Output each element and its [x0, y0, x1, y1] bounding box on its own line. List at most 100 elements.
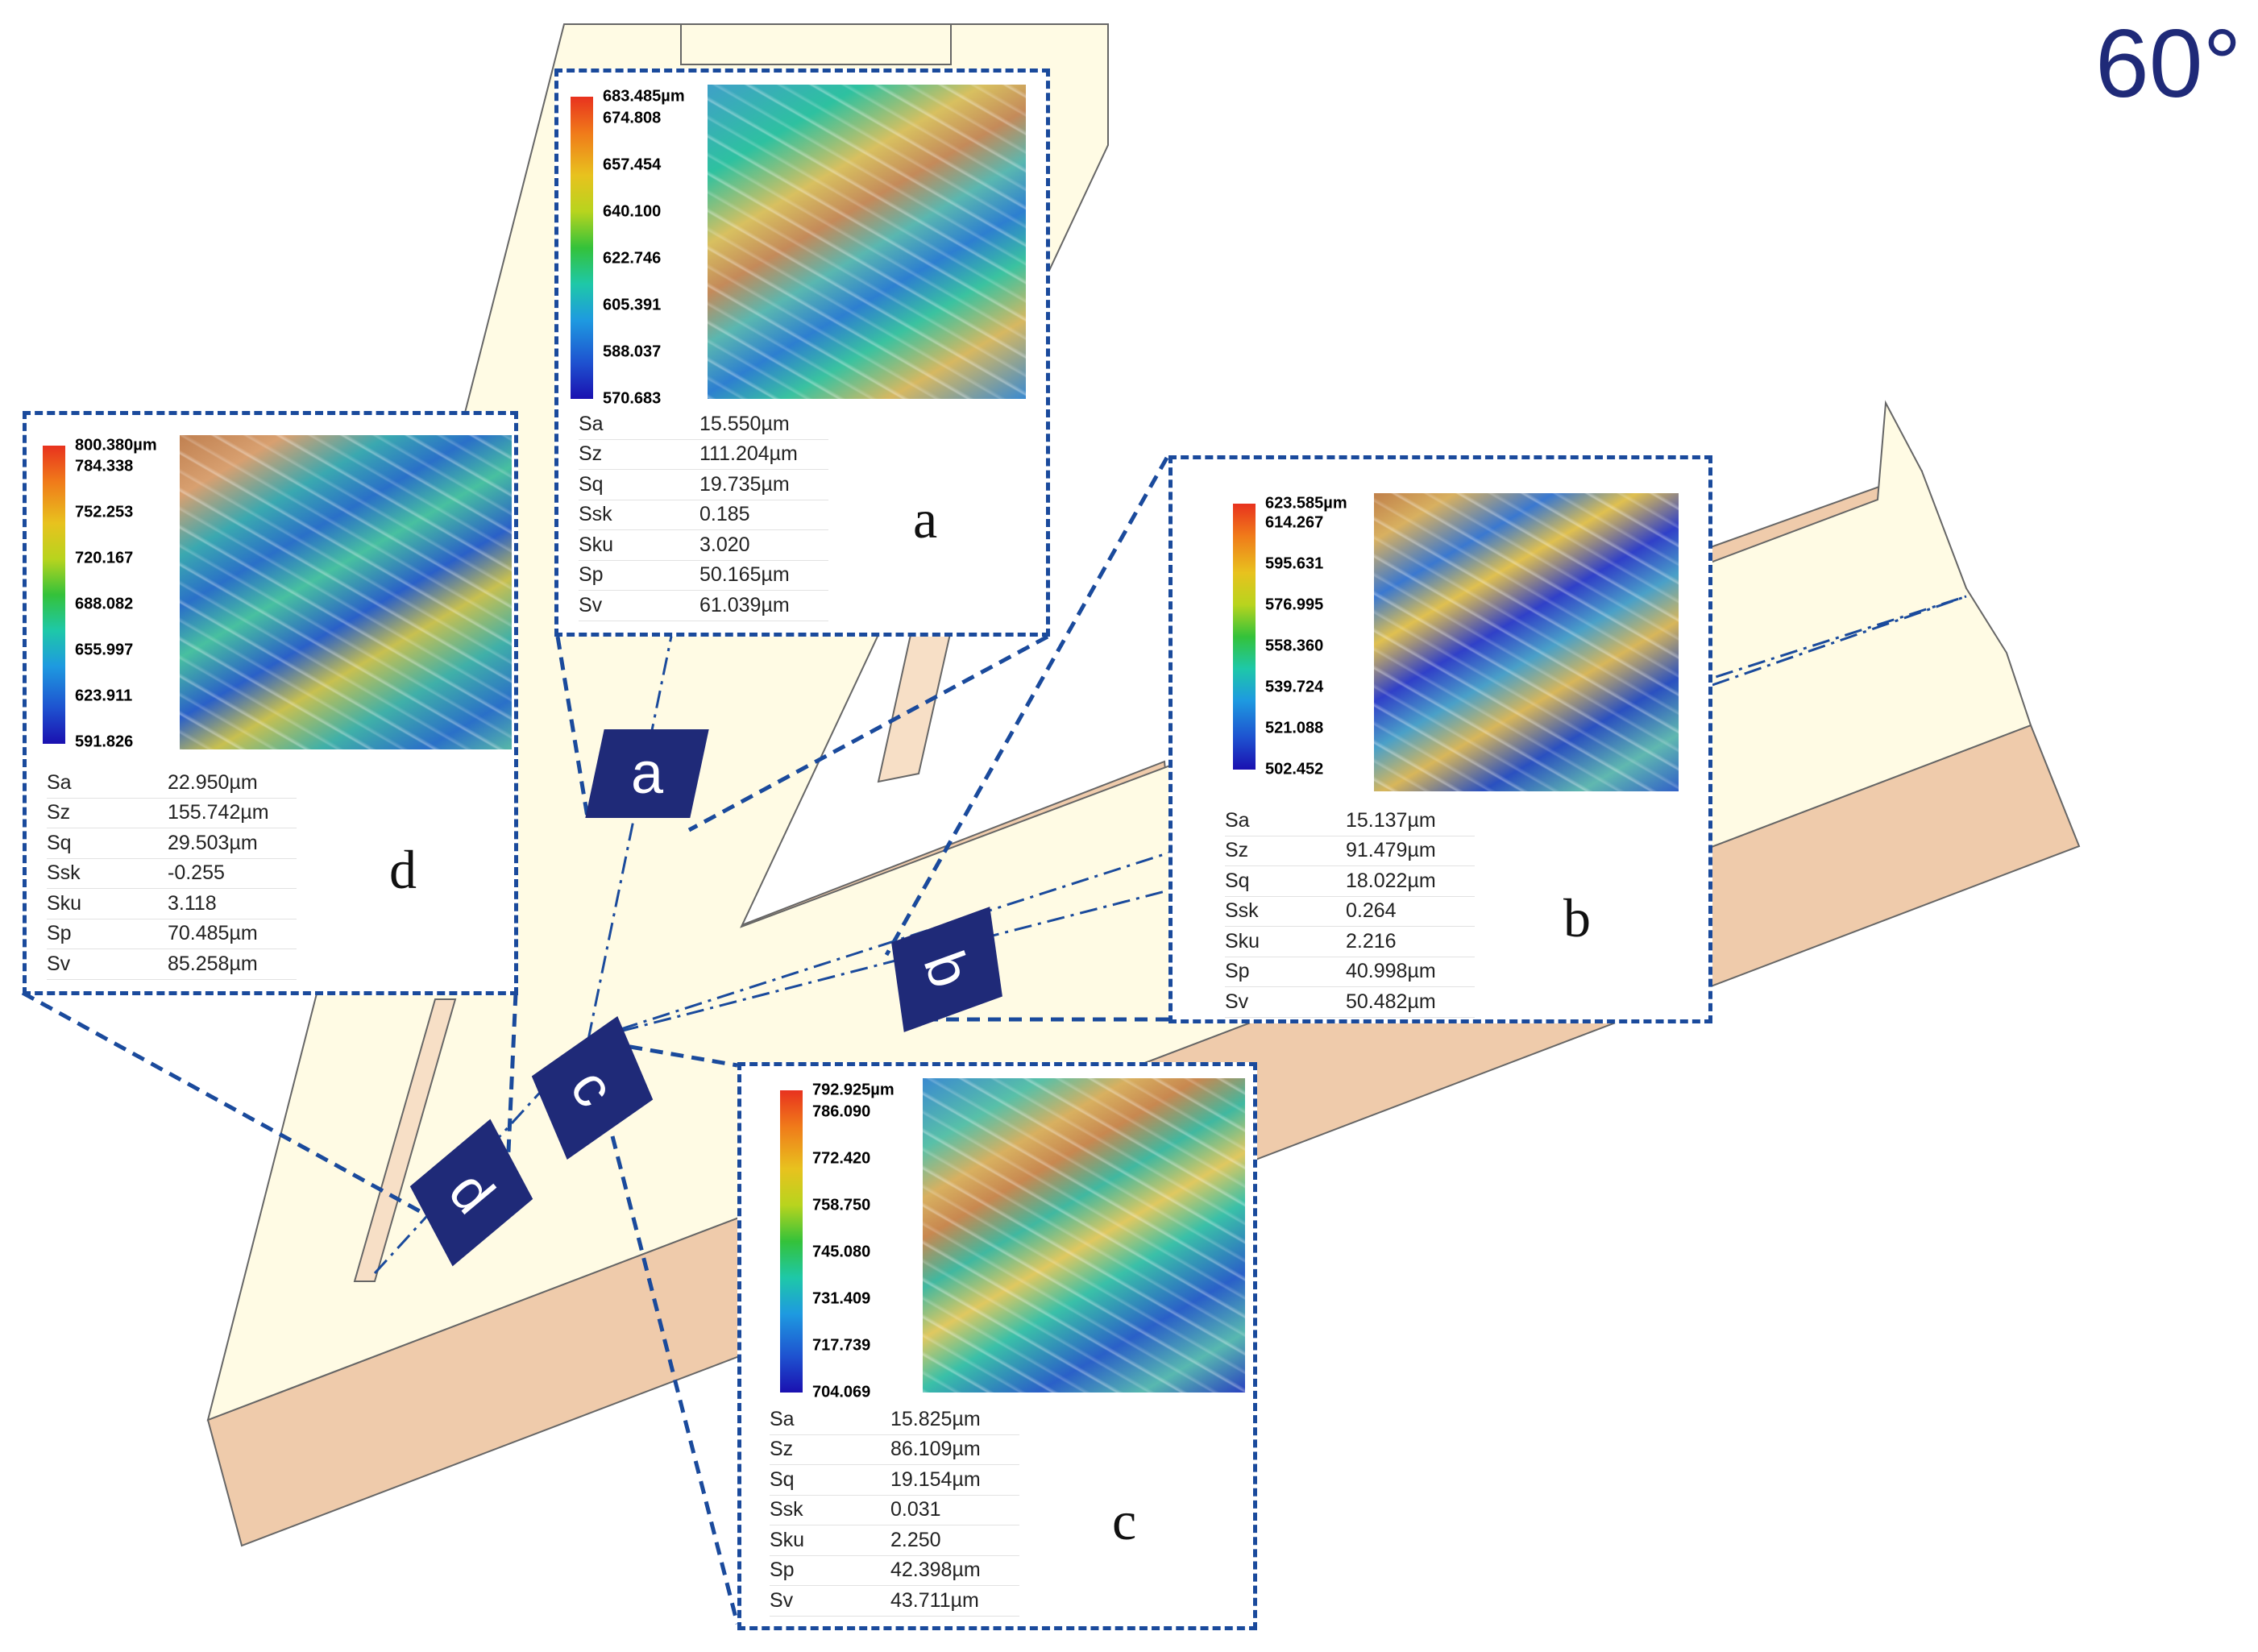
- param-name: Sz: [47, 798, 168, 828]
- scale-label: 720.167: [75, 549, 134, 567]
- param-value: 50.482µm: [1346, 986, 1475, 1018]
- param-name: Sa: [1225, 806, 1346, 836]
- param-name: Sa: [770, 1405, 890, 1435]
- table-row: Ssk-0.255: [47, 858, 297, 889]
- param-name: Sp: [770, 1555, 890, 1586]
- scale-label: 640.100: [603, 202, 662, 221]
- param-value: -0.255: [168, 858, 297, 889]
- param-name: Sa: [47, 768, 168, 799]
- param-value: 40.998µm: [1346, 957, 1475, 987]
- panel-d: 800.380µm 784.338 752.253 720.167 688.08…: [23, 411, 518, 995]
- scale-label: 784.338: [75, 457, 134, 475]
- scale-label: 595.631: [1265, 554, 1324, 573]
- param-value: 0.031: [890, 1495, 1019, 1525]
- panel-letter-c: c: [1112, 1490, 1137, 1551]
- scale-label: 605.391: [603, 296, 662, 314]
- param-name: Sku: [579, 529, 699, 561]
- param-value: 2.250: [890, 1525, 1019, 1556]
- param-value: 50.165µm: [699, 560, 828, 591]
- color-scale-bar: [571, 97, 593, 399]
- color-scale-bar: [1233, 504, 1256, 770]
- scale-label: 657.454: [603, 156, 662, 174]
- tag-label: a: [630, 741, 664, 806]
- scale-label: 772.420: [812, 1149, 871, 1168]
- param-value: 85.258µm: [168, 948, 297, 980]
- angle-label: 60°: [2095, 10, 2242, 118]
- scale-label: 502.452: [1265, 760, 1324, 778]
- param-name: Sv: [47, 948, 168, 980]
- param-name: Sz: [770, 1434, 890, 1465]
- location-tag-b: b: [891, 907, 1002, 1032]
- surface-map-a: [708, 85, 1026, 399]
- panel-letter-b: b: [1563, 887, 1591, 948]
- color-scale-bar: [780, 1090, 803, 1393]
- param-value: 18.022µm: [1346, 865, 1475, 897]
- scale-label: 622.746: [603, 249, 662, 268]
- param-name: Sz: [579, 439, 699, 470]
- panel-b: 623.585µm 614.267 595.631 576.995 558.36…: [1168, 455, 1712, 1023]
- scale-label: 521.088: [1265, 719, 1324, 737]
- scale-label: 623.585µm: [1265, 494, 1347, 513]
- surface-map-d: [180, 435, 512, 749]
- top-notch: [680, 23, 952, 65]
- surface-map-b: [1374, 493, 1679, 791]
- panel-letter-a: a: [913, 488, 938, 550]
- color-scale-bar: [43, 446, 65, 744]
- guide-line-a: [587, 628, 674, 1040]
- param-value: 91.479µm: [1346, 836, 1475, 866]
- param-name: Sq: [770, 1464, 890, 1496]
- scale-label: 623.911: [75, 687, 133, 705]
- param-value: 155.742µm: [168, 798, 297, 828]
- scale-label: 800.380µm: [75, 436, 157, 455]
- param-value: 70.485µm: [168, 919, 297, 949]
- panel-letter-d: d: [389, 839, 417, 900]
- guide-line-c: [587, 889, 1169, 1041]
- param-value: 15.137µm: [1346, 806, 1475, 836]
- param-value: 22.950µm: [168, 768, 297, 799]
- param-name: Sp: [579, 560, 699, 591]
- scale-label: 717.739: [812, 1336, 871, 1355]
- callout-a-left: [555, 636, 591, 823]
- param-name: Sv: [770, 1585, 890, 1617]
- guide-line-b-right: [1712, 595, 1967, 687]
- scale-label: 558.360: [1265, 637, 1324, 655]
- param-name: Sa: [579, 409, 699, 440]
- callout-c-bottom: [610, 1135, 740, 1625]
- param-name: Sku: [47, 888, 168, 919]
- param-value: 111.204µm: [699, 439, 828, 470]
- param-name: Sku: [770, 1525, 890, 1556]
- panel-a: 683.485µm 674.808 657.454 640.100 622.74…: [554, 68, 1050, 637]
- scale-label: 688.082: [75, 595, 134, 613]
- panel-c: 792.925µm 786.090 772.420 758.750 745.08…: [737, 1062, 1257, 1630]
- scale-label: 539.724: [1265, 678, 1324, 696]
- param-value: 3.118: [168, 888, 297, 919]
- scale-label: 752.253: [75, 503, 134, 521]
- param-name: Ssk: [579, 500, 699, 530]
- scale-label: 570.683: [603, 389, 662, 408]
- param-value: 42.398µm: [890, 1555, 1019, 1586]
- left-slot: [353, 998, 457, 1282]
- param-name: Sv: [1225, 986, 1346, 1018]
- location-tag-a: a: [585, 729, 709, 818]
